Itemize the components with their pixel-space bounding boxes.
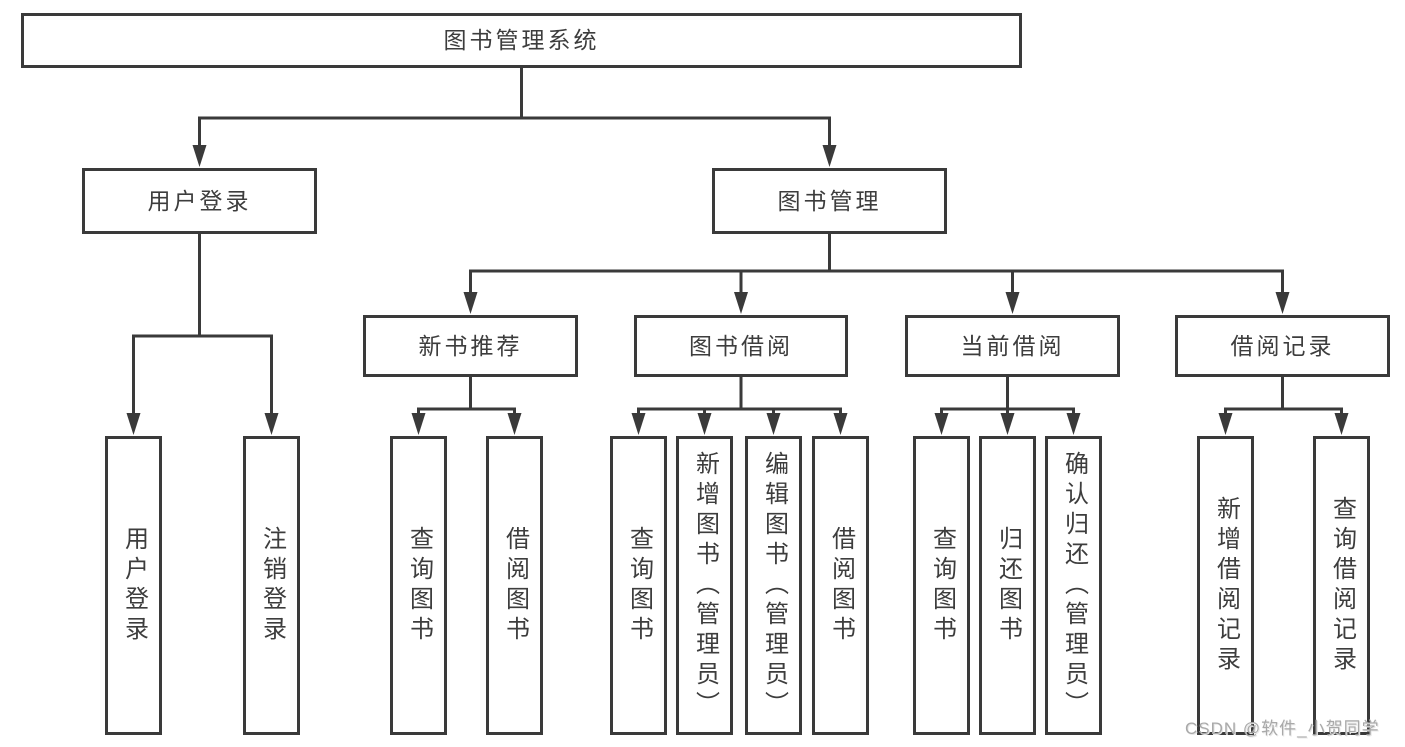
leaf-borrow-books-recommend: 借阅图书	[486, 436, 543, 735]
leaf-add-book-admin: 新增图书（管理员）	[676, 436, 733, 735]
node-root: 图书管理系统	[21, 13, 1022, 68]
leaf-query-books-borrowing: 查询图书	[610, 436, 667, 735]
leaf-borrow-books: 借阅图书	[812, 436, 869, 735]
node-borrowing-records: 借阅记录	[1175, 315, 1390, 377]
leaf-return-books: 归还图书	[979, 436, 1036, 735]
leaf-query-books-current: 查询图书	[913, 436, 970, 735]
node-book-management-branch: 图书管理	[712, 168, 947, 234]
arrowhead-icons	[126, 145, 1349, 435]
leaf-confirm-return-admin: 确认归还（管理员）	[1045, 436, 1102, 735]
node-new-book-recommend: 新书推荐	[363, 315, 578, 377]
node-book-borrowing: 图书借阅	[634, 315, 848, 377]
leaf-query-borrow-record: 查询借阅记录	[1313, 436, 1370, 735]
leaf-edit-book-admin: 编辑图书（管理员）	[745, 436, 802, 735]
node-current-borrowing: 当前借阅	[905, 315, 1120, 377]
leaf-query-books-recommend: 查询图书	[390, 436, 447, 735]
node-user-login-branch: 用户登录	[82, 168, 317, 234]
leaf-logout: 注销登录	[243, 436, 300, 735]
csdn-watermark: CSDN @软件_小贺同学	[1185, 719, 1380, 738]
leaf-user-login: 用户登录	[105, 436, 162, 735]
leaf-add-borrow-record: 新增借阅记录	[1197, 436, 1254, 735]
